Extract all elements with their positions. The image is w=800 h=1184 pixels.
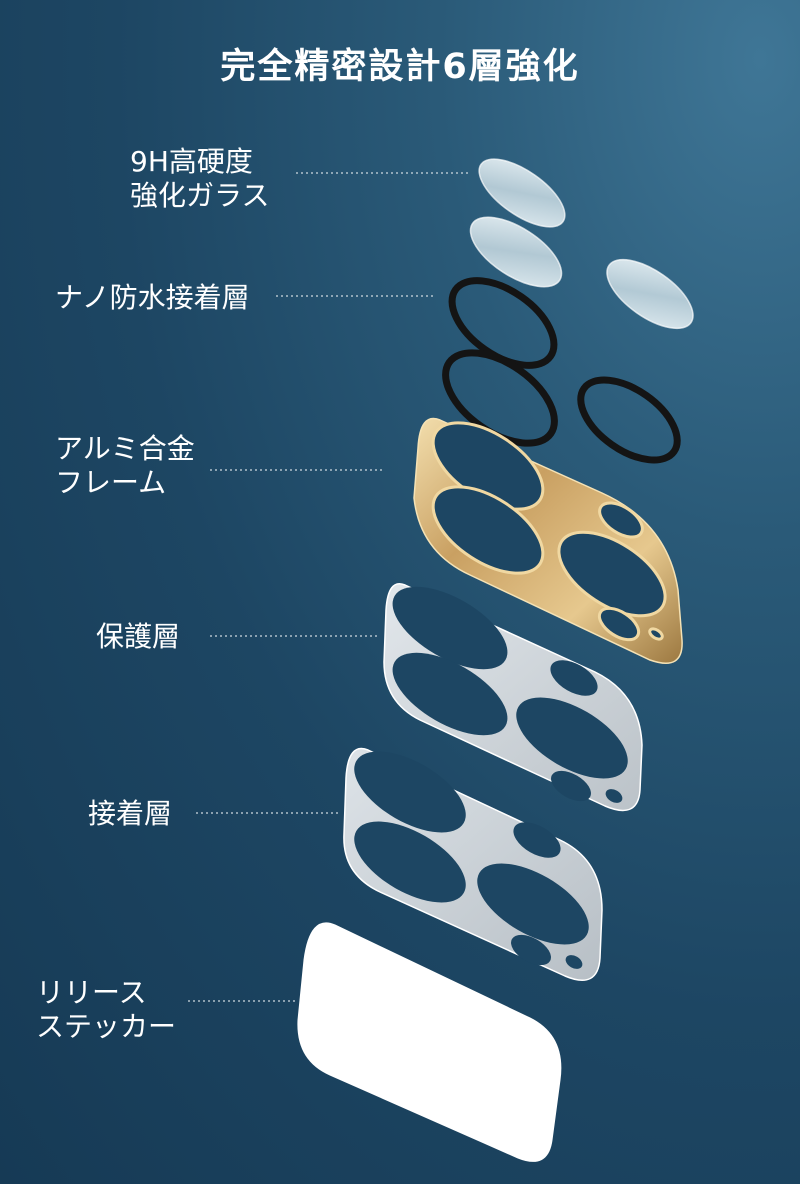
label-release-sticker: リリース ステッカー xyxy=(36,976,176,1044)
aluminum-frame xyxy=(413,417,683,664)
leader-lines xyxy=(188,172,468,1002)
waterproof-rings xyxy=(442,277,681,464)
label-aluminum-frame-line2: フレーム xyxy=(55,466,167,499)
adhesive-hole-5 xyxy=(511,934,551,966)
tempered-glass-lenses xyxy=(469,158,694,330)
label-aluminum-frame: アルミ合金 フレーム xyxy=(55,432,195,500)
protective-hole-2 xyxy=(392,652,508,736)
frame-hole-3 xyxy=(557,530,667,618)
protective-hole-3 xyxy=(550,660,598,696)
adhesive-hole-6 xyxy=(565,955,583,969)
frame-hole-6 xyxy=(648,627,664,641)
protective-hole-1 xyxy=(392,586,508,670)
label-release-sticker-line2: ステッカー xyxy=(36,1010,177,1043)
label-tempered-glass: 9H高硬度 強化ガラス xyxy=(130,145,269,213)
frame-hole-5 xyxy=(597,606,641,642)
adhesive-hole-4 xyxy=(477,863,589,945)
label-tempered-glass-line1: 9H高硬度 xyxy=(130,145,253,178)
adhesive-ring-1 xyxy=(448,277,558,369)
adhesive-hole-3 xyxy=(513,822,561,858)
label-protective-layer-line1: 保護層 xyxy=(96,620,181,653)
glass-lens-1 xyxy=(478,158,566,228)
protective-hole-5 xyxy=(551,770,591,802)
label-waterproof-adhesive-line1: ナノ防水接着層 xyxy=(55,281,250,314)
adhesive-ring-3 xyxy=(577,376,681,464)
label-aluminum-frame-line1: アルミ合金 xyxy=(55,432,195,465)
label-release-sticker-line1: リリース xyxy=(36,976,147,1009)
label-adhesive-layer-line1: 接着層 xyxy=(88,797,173,830)
protective-hole-6 xyxy=(605,789,623,803)
adhesive-layer xyxy=(343,747,603,981)
page-title: 完全精密設計6層強化 xyxy=(220,47,580,87)
glass-lens-2 xyxy=(469,216,563,288)
release-sticker xyxy=(297,922,562,1162)
label-protective-layer: 保護層 xyxy=(96,620,180,654)
frame-hole-4 xyxy=(598,501,644,539)
label-waterproof-adhesive: ナノ防水接着層 xyxy=(55,281,250,315)
adhesive-hole-2 xyxy=(354,821,466,903)
adhesive-hole-1 xyxy=(354,751,466,833)
protective-layer xyxy=(383,583,643,812)
label-adhesive-layer: 接着層 xyxy=(88,797,172,831)
glass-lens-3 xyxy=(606,258,694,330)
label-tempered-glass-line2: 強化ガラス xyxy=(130,179,270,212)
frame-hole-2 xyxy=(431,485,545,575)
protective-hole-4 xyxy=(516,697,628,779)
